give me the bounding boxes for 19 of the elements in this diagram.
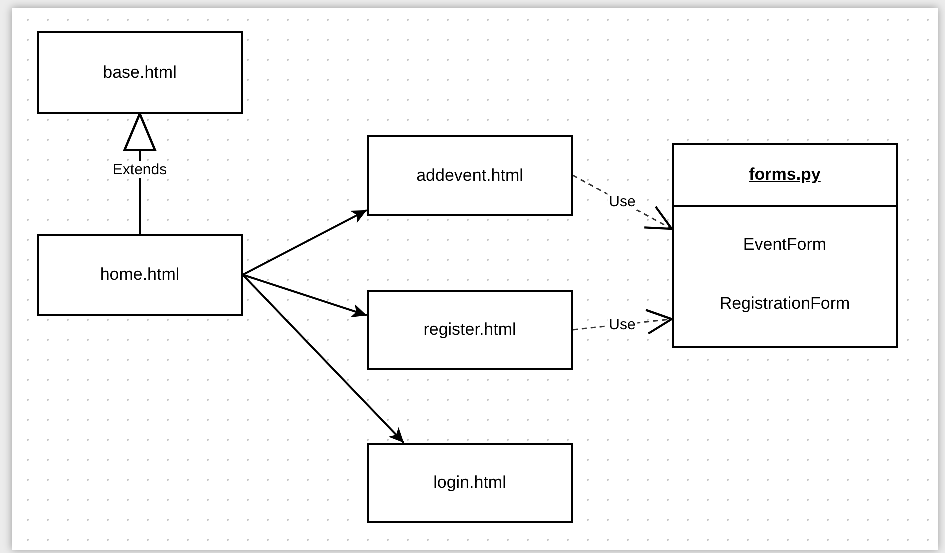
file-box xyxy=(37,234,243,316)
node-label: home.html xyxy=(100,265,180,285)
class-member: EventForm xyxy=(743,234,827,255)
arrow xyxy=(242,209,368,276)
file-box xyxy=(367,290,573,370)
file-box xyxy=(367,443,573,523)
node-label: addevent.html xyxy=(416,166,524,186)
file-box xyxy=(367,135,573,216)
file-box xyxy=(37,31,243,114)
class-box xyxy=(672,143,898,348)
arrow xyxy=(242,274,368,318)
node-label: base.html xyxy=(103,62,177,82)
edge-label: Use xyxy=(607,194,638,211)
class-member: RegistrationForm xyxy=(720,294,850,314)
arrow xyxy=(124,112,156,234)
node-label: login.html xyxy=(434,473,506,493)
class-name: forms.py xyxy=(749,165,821,185)
node-label: register.html xyxy=(424,320,516,340)
arrow xyxy=(242,274,405,444)
